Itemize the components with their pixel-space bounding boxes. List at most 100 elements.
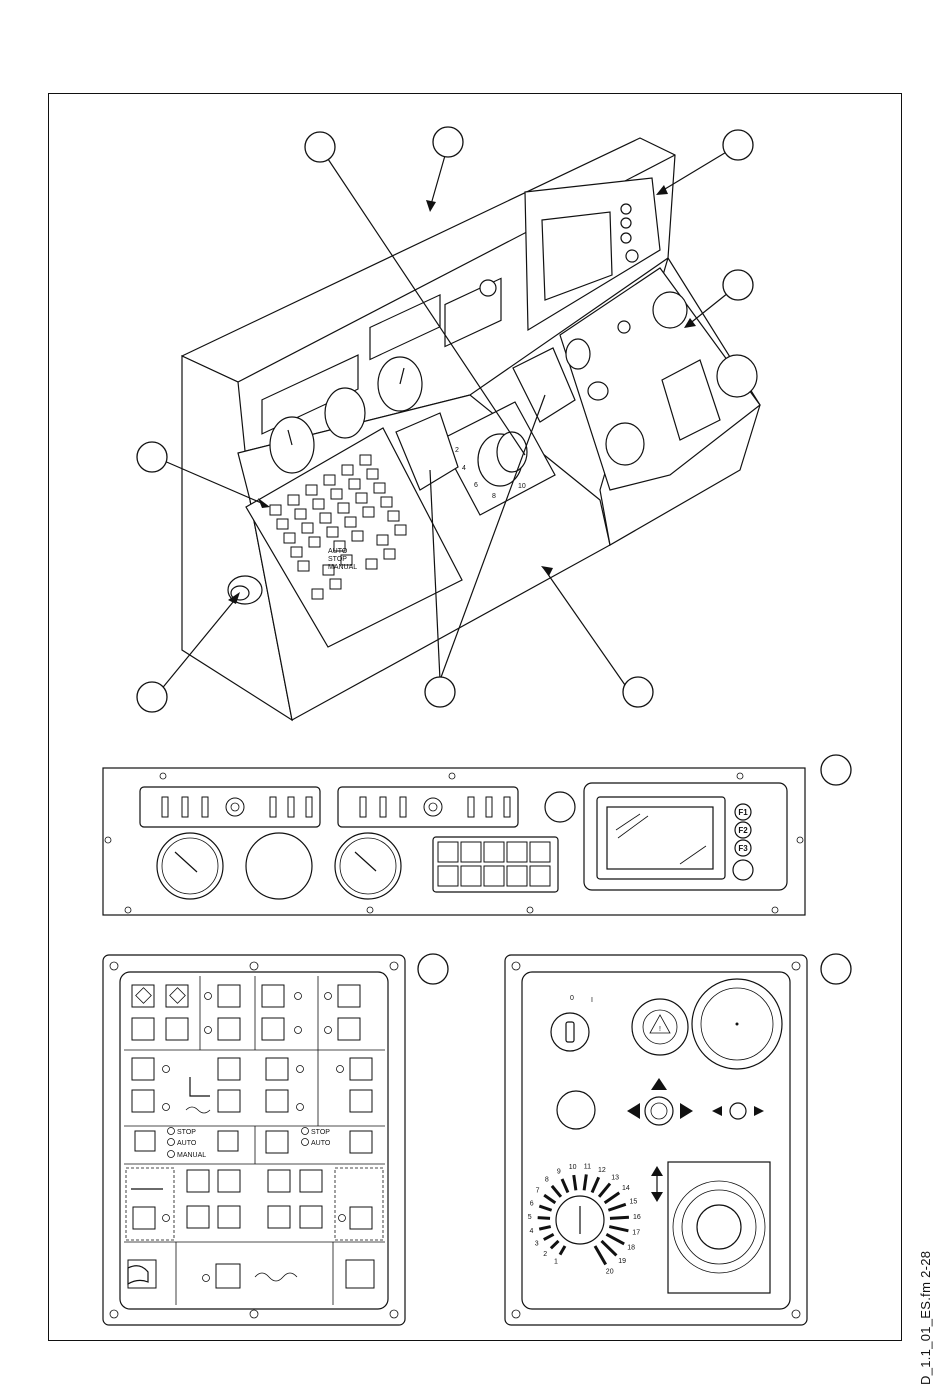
callout-circle-control — [821, 954, 851, 984]
speed-dial-number: 9 — [557, 1169, 561, 1176]
keypad-button[interactable] — [216, 1264, 240, 1288]
keypad-button[interactable] — [300, 1170, 322, 1192]
dash-warning-lamp — [484, 866, 504, 886]
dash-f2-label: F2 — [738, 826, 748, 835]
iso-switch-key — [381, 497, 392, 507]
iso-dial-num-4: 4 — [462, 465, 466, 472]
keypad-button[interactable] — [218, 985, 240, 1007]
keypad-button[interactable] — [350, 1090, 372, 1112]
iso-key-switch — [566, 339, 590, 369]
keypad-button[interactable] — [218, 1206, 240, 1228]
iso-switch-key — [345, 517, 356, 527]
keypad-button[interactable] — [338, 1018, 360, 1040]
callout-circle-dashboard — [821, 755, 851, 785]
small-selector[interactable] — [730, 1103, 746, 1119]
dash-enter-button[interactable] — [733, 860, 753, 880]
keypad-button[interactable] — [350, 1058, 372, 1080]
keypad-button[interactable] — [338, 985, 360, 1007]
emergency-stop-center — [736, 1023, 739, 1026]
iso-switch-key — [295, 509, 306, 519]
iso-gauge-2 — [325, 388, 365, 438]
iso-switch-key — [302, 523, 313, 533]
callout-circle-6 — [137, 682, 167, 712]
keypad-button[interactable] — [133, 1207, 155, 1229]
keypad-button[interactable] — [135, 1131, 155, 1151]
iso-switch-key — [330, 579, 341, 589]
keypad-button[interactable] — [346, 1260, 374, 1288]
speed-dial-number: 7 — [536, 1188, 540, 1195]
keypad-button[interactable] — [262, 1018, 284, 1040]
dash-indicator-slot — [202, 797, 208, 817]
dash-warning-lamp — [438, 866, 458, 886]
keypad-button[interactable] — [187, 1170, 209, 1192]
dash-round-lamp — [545, 792, 575, 822]
keypad-button[interactable] — [218, 1018, 240, 1040]
dash-indicator-slot — [468, 797, 474, 817]
dash-display-screen — [607, 807, 713, 869]
keypad-button[interactable] — [132, 1018, 154, 1040]
speed-dial-number: 18 — [627, 1245, 635, 1252]
keypad-button[interactable] — [166, 1018, 188, 1040]
speed-dial-number: 1 — [554, 1259, 558, 1266]
control-panel-view: 0 I ! 1234567891011121314151617181920 — [505, 954, 851, 1325]
keypad-button[interactable] — [266, 1131, 288, 1153]
iso-dial-num-10: 10 — [518, 483, 526, 490]
four-way-selector[interactable] — [645, 1097, 673, 1125]
key-switch-pos-1: I — [591, 997, 593, 1004]
iso-switch-key — [313, 499, 324, 509]
dash-warning-lamp — [438, 842, 458, 862]
speed-dial-number: 16 — [633, 1214, 641, 1221]
callout-circle-1 — [305, 132, 335, 162]
keypad-button[interactable] — [266, 1058, 288, 1080]
keypad-button[interactable] — [268, 1206, 290, 1228]
speed-dial-number: 5 — [528, 1214, 532, 1221]
dash-warning-lamp — [507, 866, 527, 886]
keypad-button[interactable] — [266, 1090, 288, 1112]
dash-strip-knob[interactable] — [226, 798, 244, 816]
keypad-button[interactable] — [218, 1058, 240, 1080]
keypad-button[interactable] — [350, 1131, 372, 1153]
keypad-button[interactable] — [187, 1206, 209, 1228]
iso-switch-key — [277, 519, 288, 529]
indicator-lamp — [557, 1091, 595, 1129]
keypad-button[interactable] — [132, 1090, 154, 1112]
joystick-handle[interactable] — [697, 1205, 741, 1249]
keypad-button[interactable] — [218, 1131, 238, 1151]
key-switch-pos-0: 0 — [570, 995, 574, 1002]
speed-dial-number: 10 — [569, 1164, 577, 1171]
dash-indicator-slot — [360, 797, 366, 817]
keypad-mode-auto: AUTO — [177, 1140, 197, 1147]
iso-switch-key — [309, 537, 320, 547]
iso-switch-key — [384, 549, 395, 559]
dash-warning-lamp — [461, 842, 481, 862]
speed-dial-number: 13 — [611, 1174, 619, 1181]
dashboard-panel-view: F1 F2 F3 — [103, 755, 851, 915]
iso-switch-key — [356, 493, 367, 503]
iso-dial-num-8: 8 — [492, 493, 496, 500]
iso-switch-key — [324, 475, 335, 485]
dash-indicator-slot — [182, 797, 188, 817]
keypad-button[interactable] — [300, 1206, 322, 1228]
iso-switch-key — [338, 503, 349, 513]
iso-display-button-4 — [626, 250, 638, 262]
keypad-mode-stop: STOP — [177, 1129, 196, 1136]
speed-dial-tick — [574, 1175, 576, 1190]
speed-dial-tick — [610, 1217, 629, 1218]
speed-dial-number: 19 — [618, 1258, 626, 1265]
dash-f1-label: F1 — [738, 808, 748, 817]
callout-circle-8 — [623, 677, 653, 707]
keypad-button[interactable] — [350, 1207, 372, 1229]
keypad-button[interactable] — [128, 1260, 156, 1288]
keypad-button[interactable] — [262, 985, 284, 1007]
keypad-button[interactable] — [218, 1170, 240, 1192]
dash-gauge-right — [335, 833, 401, 899]
iso-switch-key — [320, 513, 331, 523]
dash-indicator-slot — [306, 797, 312, 817]
dash-warning-lamp — [530, 842, 550, 862]
dash-f3-label: F3 — [738, 844, 748, 853]
dash-strip-knob[interactable] — [424, 798, 442, 816]
iso-switch-key — [327, 527, 338, 537]
keypad-button[interactable] — [218, 1090, 240, 1112]
keypad-button[interactable] — [268, 1170, 290, 1192]
keypad-button[interactable] — [132, 1058, 154, 1080]
